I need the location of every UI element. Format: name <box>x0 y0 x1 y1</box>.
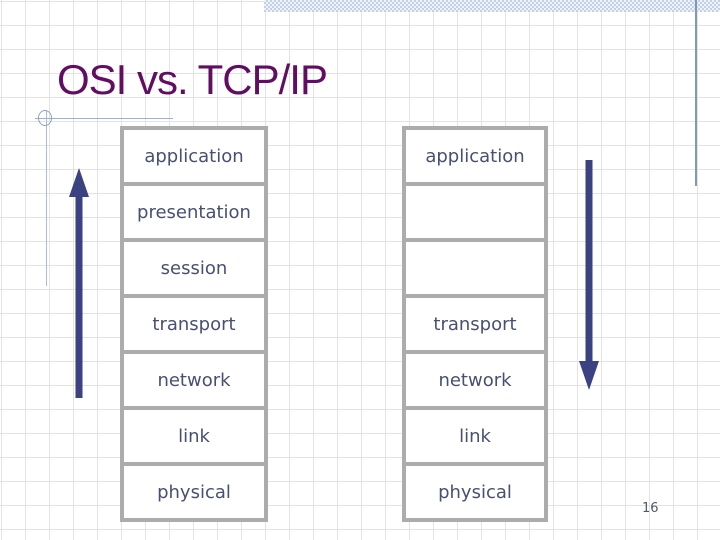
tcpip-layer-cell: application <box>406 130 544 182</box>
tcpip-layer-cell <box>406 186 544 238</box>
decor-horizontal-line <box>35 118 173 119</box>
osi-layer-cell: presentation <box>124 186 264 238</box>
tcpip-layer-cell: link <box>406 410 544 462</box>
page-number: 16 <box>642 501 659 516</box>
osi-layer-cell: physical <box>124 466 264 518</box>
top-accent-band <box>264 0 720 12</box>
tcpip-layer-cell <box>406 242 544 294</box>
down-arrow-icon <box>577 158 601 396</box>
decor-vertical-line <box>46 111 47 286</box>
osi-layer-cell: session <box>124 242 264 294</box>
up-arrow-icon <box>67 166 91 404</box>
top-right-vertical-rule <box>695 0 697 186</box>
tcpip-layer-cell: transport <box>406 298 544 350</box>
osi-layer-cell: transport <box>124 298 264 350</box>
osi-layer-cell: application <box>124 130 264 182</box>
osi-layer-cell: link <box>124 410 264 462</box>
tcpip-layer-cell: network <box>406 354 544 406</box>
decor-circle <box>38 110 52 126</box>
slide-title: OSI vs. TCP/IP <box>57 56 328 103</box>
tcpip-layer-cell: physical <box>406 466 544 518</box>
osi-layer-cell: network <box>124 354 264 406</box>
